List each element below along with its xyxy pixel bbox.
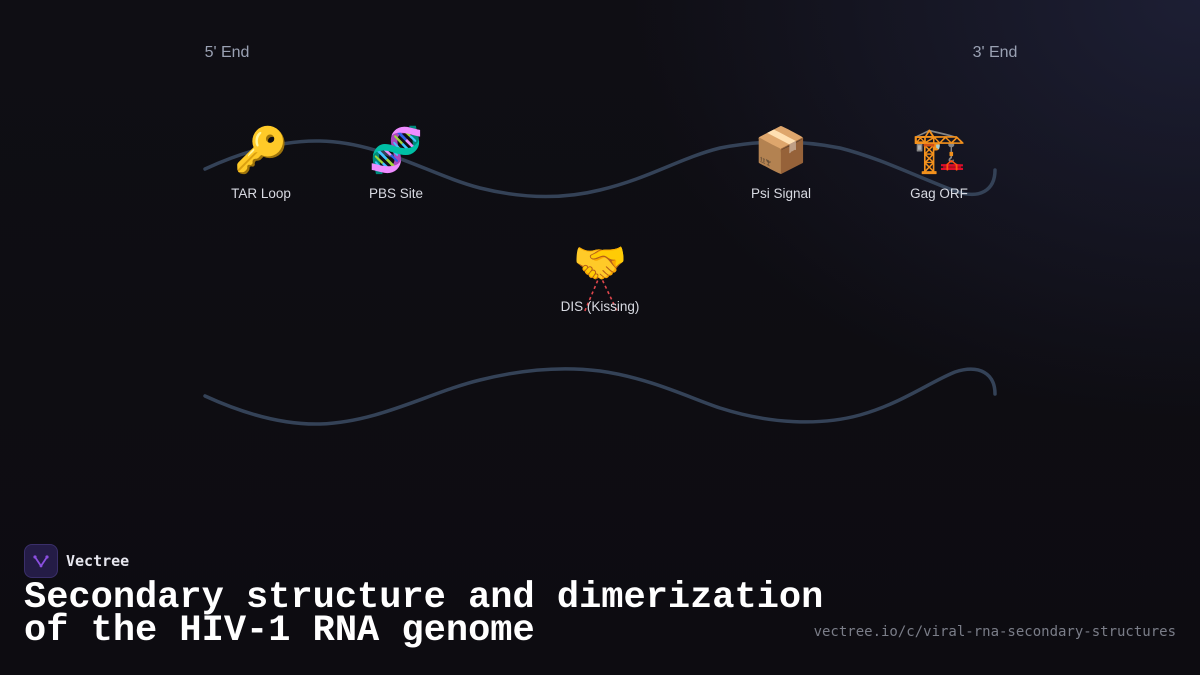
vectree-logo-icon — [24, 544, 58, 578]
vectree-logo-glyph — [33, 555, 49, 568]
feature-label-pbs-site: PBS Site — [369, 186, 423, 201]
three-prime-end-label: 3' End — [973, 44, 1018, 61]
feature-label-dis-kissing: DIS (Kissing) — [561, 299, 640, 314]
rna-dimer-diagram: 5' End 3' End 🔑 TAR Loop 🧬 PBS Site 📦 Ps… — [203, 44, 1018, 426]
kissing-line-right — [599, 274, 619, 314]
rna-strand-top — [203, 139, 997, 199]
brand-name: Vectree — [66, 552, 130, 570]
brand: Vectree — [24, 544, 129, 578]
kissing-line-left — [583, 274, 601, 314]
five-prime-end-label: 5' End — [205, 44, 250, 61]
rna-strand-bottom — [203, 367, 997, 426]
feature-gag-orf: 🏗️ Gag ORF — [910, 125, 968, 201]
feature-label-gag-orf: Gag ORF — [910, 186, 968, 201]
feature-tar-loop: 🔑 TAR Loop — [231, 123, 291, 201]
dna-icon: 🧬 — [369, 123, 424, 176]
handshake-icon: 🤝 — [573, 238, 628, 289]
feature-dis-kissing: 🤝 DIS (Kissing) — [561, 238, 640, 314]
crane-icon: 🏗️ — [912, 125, 967, 176]
feature-label-tar-loop: TAR Loop — [231, 186, 291, 201]
feature-label-psi-signal: Psi Signal — [751, 186, 811, 201]
key-icon: 🔑 — [234, 123, 289, 176]
page-title: Secondary structure and dimerization of … — [24, 577, 824, 652]
feature-psi-signal: 📦 Psi Signal — [751, 125, 811, 201]
package-icon: 📦 — [754, 125, 809, 176]
source-url: vectree.io/c/viral-rna-secondary-structu… — [813, 624, 1176, 640]
feature-pbs-site: 🧬 PBS Site — [369, 123, 424, 201]
